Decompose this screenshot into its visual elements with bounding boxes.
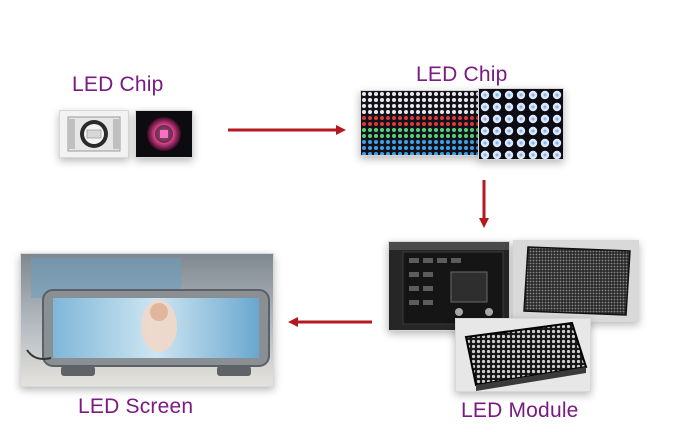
- rgb-led-chip-lit-image: [135, 110, 193, 158]
- label-led-chip-right: LED Chip: [416, 63, 508, 86]
- led-pixel-matrix-closeup-image: [478, 88, 564, 160]
- led-module-front-panel-image: [513, 240, 639, 322]
- label-led-module: LED Module: [461, 399, 579, 422]
- led-screen-display-image: [20, 253, 274, 387]
- led-module-back-pcb-image: [388, 241, 510, 331]
- smd-led-chip-image: [59, 110, 129, 158]
- label-led-chip-left: LED Chip: [72, 73, 164, 96]
- led-pixel-matrix-lit-image: [360, 90, 480, 156]
- label-led-screen: LED Screen: [78, 395, 194, 418]
- led-module-angled-panel-image: [455, 318, 591, 392]
